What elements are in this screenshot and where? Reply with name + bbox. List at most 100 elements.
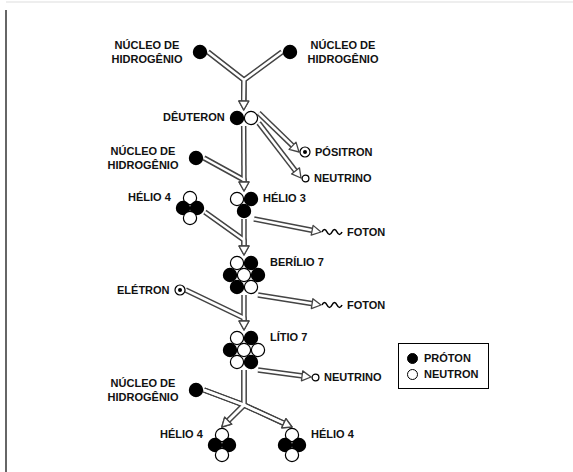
label-group: FOTON <box>347 225 385 239</box>
arrowhead <box>239 182 249 191</box>
arrowhead <box>282 419 292 428</box>
reaction-arrow <box>205 212 244 247</box>
lepton-ring <box>175 285 185 295</box>
label-group: NÚCLEO DE HIDROGÊNIO <box>302 38 384 66</box>
photon-wave <box>322 303 342 308</box>
arrowhead <box>292 168 301 178</box>
legend-swatch <box>407 353 418 364</box>
neutrino-symbol <box>311 373 320 382</box>
connector-inner-layer <box>186 52 314 424</box>
particle-node: BERÍLIO 7 <box>222 255 324 295</box>
particle-label: NEUTRINO <box>324 370 381 384</box>
arrowhead <box>311 299 321 309</box>
neutron <box>237 268 250 281</box>
arrow-outline <box>186 290 244 322</box>
nucleus-drawing <box>175 190 205 226</box>
label-group: HÉLIO 3 <box>263 191 306 205</box>
neutron <box>215 448 228 461</box>
particle-label: HÉLIO 4 <box>128 190 171 204</box>
particle-label: FOTON <box>347 298 385 312</box>
particle-node: HÉLIO 4 <box>160 427 237 463</box>
label-group: HÉLIO 4 <box>128 190 171 204</box>
arrow-inner <box>258 295 313 304</box>
lepton-symbol <box>174 284 186 296</box>
particle-node: FOTON <box>321 225 385 239</box>
reaction-arrow <box>208 52 244 102</box>
arrow-inner <box>258 370 303 376</box>
label-group: NEUTRINO <box>314 171 371 185</box>
arrow-outline <box>244 52 282 102</box>
nucleus-drawing <box>222 330 266 370</box>
neutron <box>237 343 250 356</box>
photon-symbol <box>321 300 343 310</box>
label-group: BERÍLIO 7 <box>270 255 324 269</box>
proton <box>237 204 250 217</box>
arrow-outline <box>204 158 244 183</box>
particle-label: ELÉTRON <box>117 283 170 297</box>
neutron <box>230 355 243 368</box>
arrow-outline <box>258 295 313 304</box>
label-group: NÚCLEO DE HIDROGÊNIO <box>106 38 188 66</box>
frame-line <box>5 10 7 472</box>
particle-label: LÍTIO 7 <box>270 330 307 344</box>
particle-label: NÚCLEO DE HIDROGÊNIO <box>102 376 184 404</box>
particle-node: NÚCLEO DE HIDROGÊNIO <box>102 144 204 172</box>
legend-label: NEUTRON <box>424 367 478 381</box>
arrow-outline <box>241 219 247 247</box>
frame-line <box>6 2 573 3</box>
lepton-ring <box>300 147 310 157</box>
nucleus-drawing <box>192 44 208 60</box>
arrowhead <box>222 417 232 427</box>
neutron <box>230 331 243 344</box>
arrowhead <box>239 101 249 110</box>
arrowhead <box>239 182 249 191</box>
particle-node: NÚCLEO DE HIDROGÊNIO <box>102 376 204 404</box>
particle-label: HÉLIO 3 <box>263 191 306 205</box>
particle-node: LÍTIO 7 <box>222 330 307 370</box>
label-group: HÉLIO 4 <box>160 427 203 441</box>
photon-wave <box>322 230 342 235</box>
reaction-arrow <box>186 290 244 322</box>
nucleus-drawing <box>277 427 307 463</box>
lepton-dot <box>303 150 307 154</box>
proton <box>244 192 257 205</box>
particle-label: HÉLIO 4 <box>160 427 203 441</box>
legend-row: PRÓTON <box>407 351 478 365</box>
label-group: PÓSITRON <box>315 145 372 159</box>
particle-label: BERÍLIO 7 <box>270 255 324 269</box>
arrowhead <box>239 321 249 330</box>
neutron <box>285 448 298 461</box>
arrow-inner <box>242 126 245 183</box>
proton <box>193 45 206 58</box>
reaction-arrow <box>254 219 313 231</box>
lepton-symbol <box>299 146 311 158</box>
neutrino-ring <box>302 175 309 182</box>
reaction-arrow <box>258 295 313 304</box>
arrow-inner <box>204 390 244 421</box>
legend-label: PRÓTON <box>424 351 471 365</box>
nucleus-drawing <box>282 44 298 60</box>
connector-outline-layer <box>186 52 314 424</box>
photon-symbol <box>321 227 343 237</box>
neutron <box>230 192 243 205</box>
particle-label: FOTON <box>347 225 385 239</box>
particle-label: NEUTRINO <box>314 171 371 185</box>
proton <box>244 256 257 269</box>
particle-node: HÉLIO 4 <box>277 427 354 463</box>
arrow-outline <box>258 370 303 376</box>
proton <box>230 280 243 293</box>
reaction-arrow <box>258 370 303 376</box>
label-group: NEUTRINO <box>324 370 381 384</box>
arrow-outline <box>254 219 313 231</box>
proton <box>283 45 296 58</box>
particle-label: PÓSITRON <box>315 145 372 159</box>
arrow-inner <box>244 52 282 102</box>
neutron <box>244 280 257 293</box>
arrowhead <box>239 246 249 255</box>
nucleus-drawing <box>207 427 237 463</box>
label-group: HÉLIO 4 <box>311 427 354 441</box>
label-group: ELÉTRON <box>117 283 170 297</box>
particle-label: NÚCLEO DE HIDROGÊNIO <box>102 144 184 172</box>
